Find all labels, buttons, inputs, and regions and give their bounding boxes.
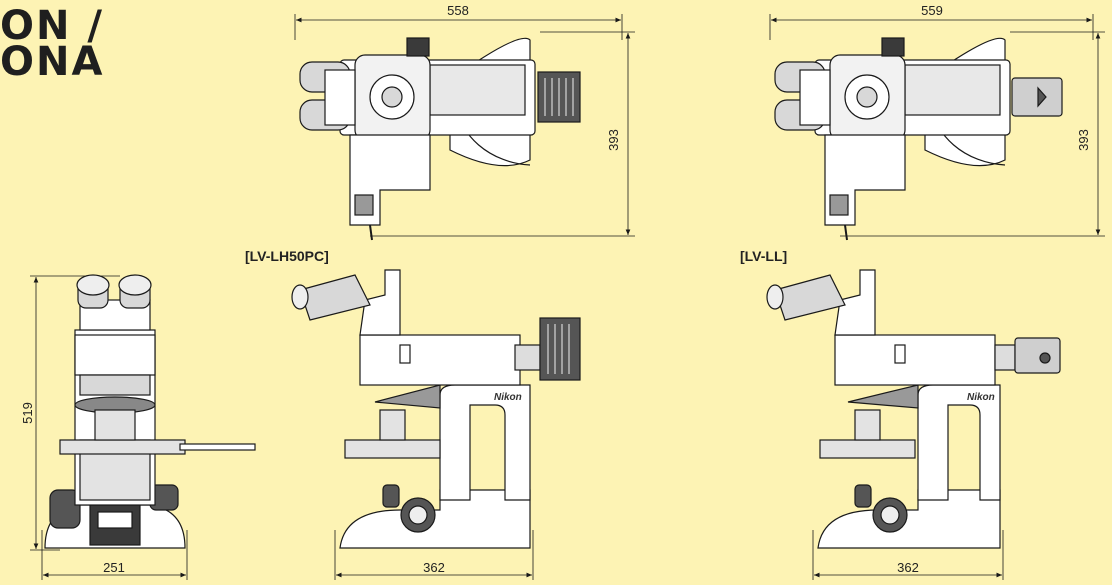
side-view-ll [766,269,1061,580]
top-view-ll [769,14,1105,241]
series-title-fragment: ON / ONA [0,3,105,85]
brand-mark-left: Nikon [494,392,522,403]
lamp-label-lh50pc: [LV-LH50PC] [245,248,329,264]
brand-mark-right: Nikon [967,392,995,403]
dim-top-right-depth: 393 [1076,129,1091,151]
dim-front-height: 519 [20,402,35,424]
dim-front-width: 251 [103,560,125,575]
title-line-1: ON / [0,3,105,49]
top-view-lh50pc [294,14,635,241]
title-line-2: ONA [0,39,105,85]
dim-top-left-width: 558 [447,3,469,18]
front-view [30,274,256,580]
dim-top-left-depth: 393 [606,129,621,151]
lamp-label-ll: [LV-LL] [740,248,788,264]
side-view-lh50pc [291,269,581,580]
dim-side-left-width: 362 [423,560,445,575]
dim-top-right-width: 559 [921,3,943,18]
dim-side-right-width: 362 [897,560,919,575]
